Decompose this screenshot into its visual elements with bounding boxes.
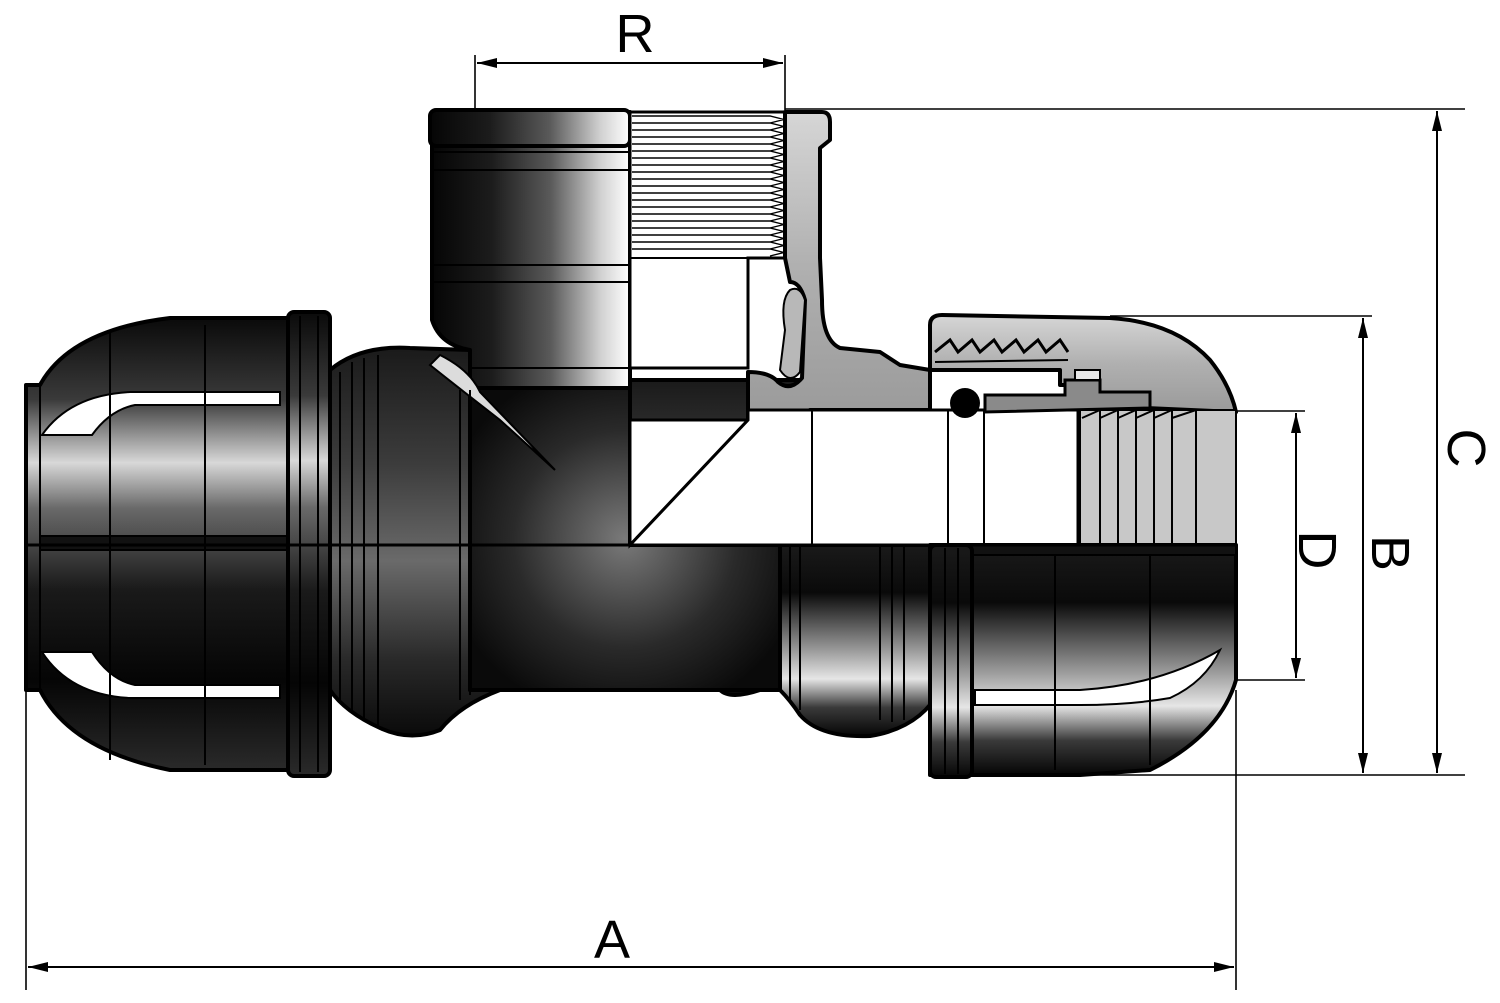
dimension-labels: R A D B C	[594, 4, 1496, 970]
section-pocket	[778, 287, 807, 379]
grip-ring-teeth	[1081, 408, 1197, 545]
fillet-highlight	[428, 353, 556, 471]
nut-thread-base	[934, 359, 1069, 363]
nut-thread	[934, 337, 1070, 355]
o-ring	[950, 388, 980, 418]
body-right-hub	[778, 543, 942, 739]
fitting-body	[24, 108, 1238, 779]
collet-detail	[1074, 369, 1101, 381]
dim-c-label: C	[1436, 429, 1496, 468]
dim-d-label: D	[1287, 531, 1347, 570]
left-nut-slot	[39, 535, 291, 551]
dim-a-label: A	[594, 910, 630, 970]
right-nut-highlight	[974, 647, 1223, 706]
branch-outer	[430, 110, 632, 390]
dim-r-label: R	[616, 4, 655, 64]
branch-threads	[632, 115, 785, 257]
branch-rim	[428, 108, 632, 148]
thread-line	[632, 115, 785, 257]
right-nut-flange	[928, 543, 974, 779]
collet-section	[983, 378, 1152, 414]
dimension-lines	[25, 55, 1465, 990]
dim-b-label: B	[1360, 535, 1420, 571]
right-nut-body	[928, 543, 1238, 777]
grip-ring	[1079, 409, 1237, 546]
